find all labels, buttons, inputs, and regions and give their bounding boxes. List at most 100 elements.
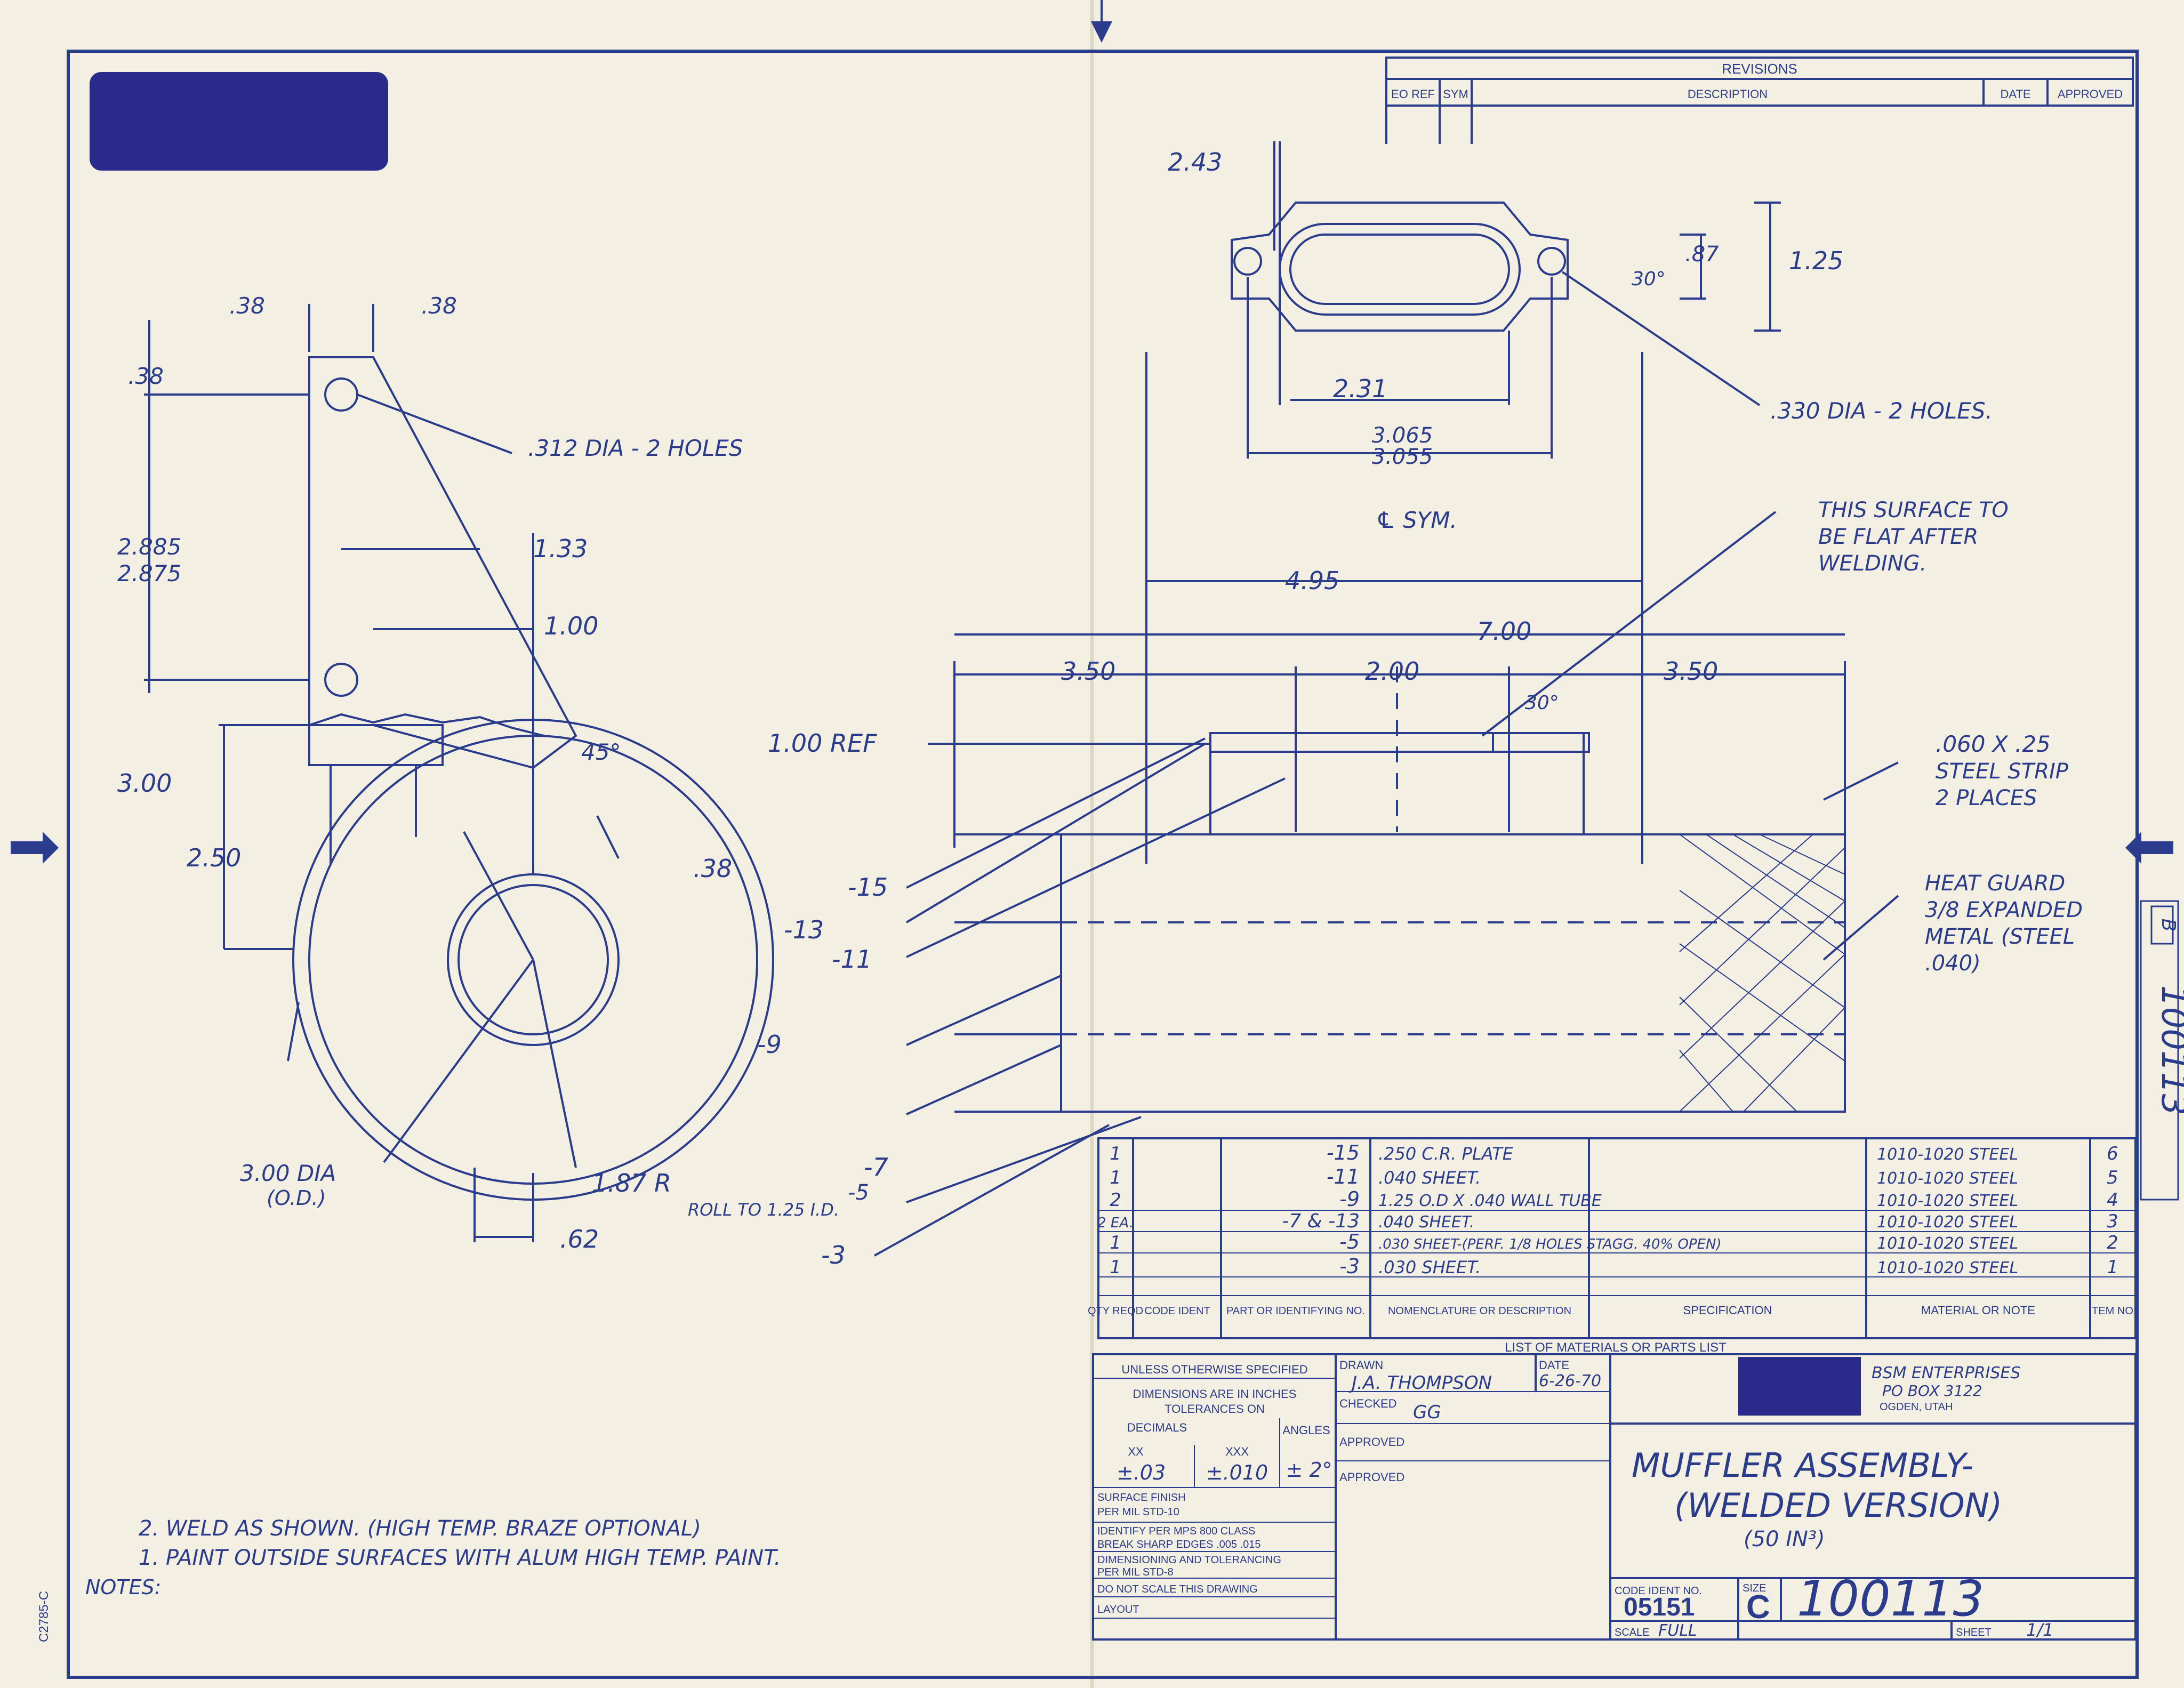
- guard-note-4: .040): [1925, 951, 1981, 976]
- pl-header-code: CODE IDENT: [1144, 1305, 1210, 1317]
- drawing-number: 100113: [1797, 1570, 1984, 1627]
- pl-material: 1010-1020 STEEL: [1877, 1169, 2018, 1188]
- drawn-label: DRAWN: [1339, 1359, 1383, 1372]
- dim-3-065: 3.065: [1372, 423, 1433, 448]
- pl-item: 2: [2107, 1232, 2118, 1253]
- parts-list-rows: 1 -15 .250 C.R. PLATE 1010-1020 STEEL 6 …: [1097, 1141, 2118, 1278]
- tol-angle-value: ± 2°: [1286, 1458, 1332, 1482]
- dim-62: .62: [560, 1225, 599, 1253]
- dim-2-885: 2.885: [117, 534, 181, 560]
- pl-part: -5: [1339, 1230, 1360, 1253]
- pl-item: 4: [2107, 1189, 2118, 1211]
- form-number: C2785-C: [37, 1591, 51, 1642]
- callout-5: -5: [848, 1180, 869, 1205]
- pl-qty: 1: [1110, 1257, 1121, 1278]
- flat-note-3: WELDING.: [1818, 551, 1926, 576]
- tol-line-2: DIMENSIONS ARE IN INCHES: [1133, 1387, 1297, 1401]
- flat-note-1: THIS SURFACE TO: [1818, 498, 2009, 523]
- drawing-subtitle: (WELDED VERSION): [1674, 1486, 2002, 1525]
- drawing-border: [67, 50, 2139, 1679]
- date-label: DATE: [1539, 1359, 1569, 1372]
- guard-note-2: 3/8 EXPANDED: [1925, 898, 2083, 922]
- tol-angles: ANGLES: [1282, 1424, 1330, 1437]
- guard-note-3: METAL (STEEL: [1925, 925, 2075, 949]
- dim-7-00: 7.00: [1477, 617, 1531, 646]
- pl-qty: 1: [1110, 1167, 1121, 1188]
- dim-45deg: 45°: [581, 739, 621, 765]
- strip-note-1: .060 X .25: [1936, 731, 2051, 757]
- approved-label-2: APPROVED: [1339, 1470, 1404, 1484]
- centerline-sym: ℄ SYM.: [1376, 507, 1457, 533]
- tol-line-1: UNLESS OTHERWISE SPECIFIED: [1121, 1363, 1307, 1376]
- redacted-notice: [90, 72, 388, 171]
- dim-30deg-flange: 30°: [1632, 268, 1666, 290]
- pl-item: 3: [2107, 1211, 2118, 1232]
- pl-part: -15: [1327, 1141, 1360, 1164]
- approved-label-1: APPROVED: [1339, 1435, 1404, 1449]
- dim-2-43: 2.43: [1168, 148, 1222, 176]
- pl-material: 1010-1020 STEEL: [1877, 1213, 2018, 1232]
- code-ident: 05151: [1624, 1593, 1695, 1621]
- drawn-date: 6-26-70: [1539, 1372, 1601, 1390]
- company-logo-block: [1738, 1357, 1861, 1416]
- dim-38-lip: .38: [693, 854, 732, 883]
- front-view: [874, 352, 1899, 1257]
- pl-header-material: MATERIAL OR NOTE: [1921, 1304, 2035, 1317]
- dim-1-25: 1.25: [1789, 246, 1843, 275]
- side-drawing-number: 100113: [2154, 985, 2184, 1115]
- sheet-label: SHEET: [1956, 1627, 1992, 1638]
- rev-header-desc: DESCRIPTION: [1688, 87, 1768, 101]
- pl-qty: 1: [1110, 1143, 1121, 1164]
- rev-header-approved: APPROVED: [2058, 87, 2123, 101]
- pl-qty: 2 EA.: [1097, 1215, 1134, 1231]
- parts-list-title: LIST OF MATERIALS OR PARTS LIST: [1505, 1340, 1727, 1355]
- drawing-volume: (50 IN³): [1744, 1527, 1825, 1552]
- guard-note-1: HEAT GUARD: [1925, 871, 2065, 896]
- note-1: 1. PAINT OUTSIDE SURFACES WITH ALUM HIGH…: [139, 1546, 781, 1570]
- strip-note-3: 2 PLACES: [1936, 786, 2037, 810]
- rev-header-sym: SYM: [1443, 87, 1468, 101]
- dim-3-055: 3.055: [1372, 445, 1433, 469]
- rev-header-eo: EO REF: [1391, 87, 1435, 101]
- break-edges: BREAK SHARP EDGES .005 .015: [1097, 1539, 1260, 1550]
- pl-part: -11: [1327, 1165, 1360, 1188]
- pl-desc: .040 SHEET.: [1378, 1213, 1474, 1232]
- revisions-table: [1385, 57, 2134, 144]
- pl-desc: .250 C.R. PLATE: [1378, 1144, 1514, 1164]
- pl-desc: 1.25 O.D X .040 WALL TUBE: [1378, 1192, 1602, 1210]
- surface-finish: SURFACE FINISH: [1097, 1492, 1186, 1504]
- dim-87: .87: [1685, 242, 1719, 267]
- tol-line-3: TOLERANCES ON: [1165, 1402, 1265, 1416]
- pl-desc: .030 SHEET.: [1378, 1257, 1481, 1277]
- surface-std: PER MIL STD-10: [1097, 1506, 1179, 1518]
- roll-note: ROLL TO 1.25 I.D.: [688, 1200, 839, 1220]
- dia-note: 3.00 DIA: [240, 1160, 336, 1186]
- pl-qty: 1: [1110, 1232, 1121, 1253]
- flange-view: [1231, 141, 1781, 459]
- drawn-by: J.A. THOMPSON: [1348, 1372, 1492, 1394]
- dim-38-right: .38: [421, 293, 457, 319]
- tol-xxx-value: ±.010: [1206, 1461, 1268, 1484]
- scale-value: FULL: [1658, 1621, 1697, 1640]
- dim-2-875: 2.875: [117, 560, 181, 586]
- dim-38-top: .38: [128, 363, 164, 389]
- pl-part: -3: [1339, 1255, 1360, 1278]
- dim-2-31: 2.31: [1333, 374, 1387, 403]
- pl-desc: .040 SHEET.: [1378, 1168, 1481, 1188]
- drawing-title: MUFFLER ASSEMBLY-: [1632, 1446, 1973, 1485]
- dim-2-50: 2.50: [187, 843, 241, 872]
- dim-3-50-right: 3.50: [1664, 657, 1718, 686]
- side-view: [144, 304, 774, 1242]
- pl-header-spec: SPECIFICATION: [1683, 1304, 1772, 1317]
- checked-by: GG: [1413, 1402, 1441, 1423]
- pl-material: 1010-1020 STEEL: [1877, 1192, 2018, 1210]
- dim-3-00: 3.00: [117, 769, 172, 798]
- tol-decimals: DECIMALS: [1127, 1421, 1187, 1434]
- pl-qty: 2: [1110, 1189, 1121, 1211]
- dim-38-left: .38: [229, 293, 265, 319]
- title-block-frame: [1092, 1353, 2137, 1641]
- pl-header-part: PART OR IDENTIFYING NO.: [1226, 1305, 1365, 1317]
- callout-15: -15: [848, 873, 888, 902]
- layout-label: LAYOUT: [1097, 1604, 1139, 1615]
